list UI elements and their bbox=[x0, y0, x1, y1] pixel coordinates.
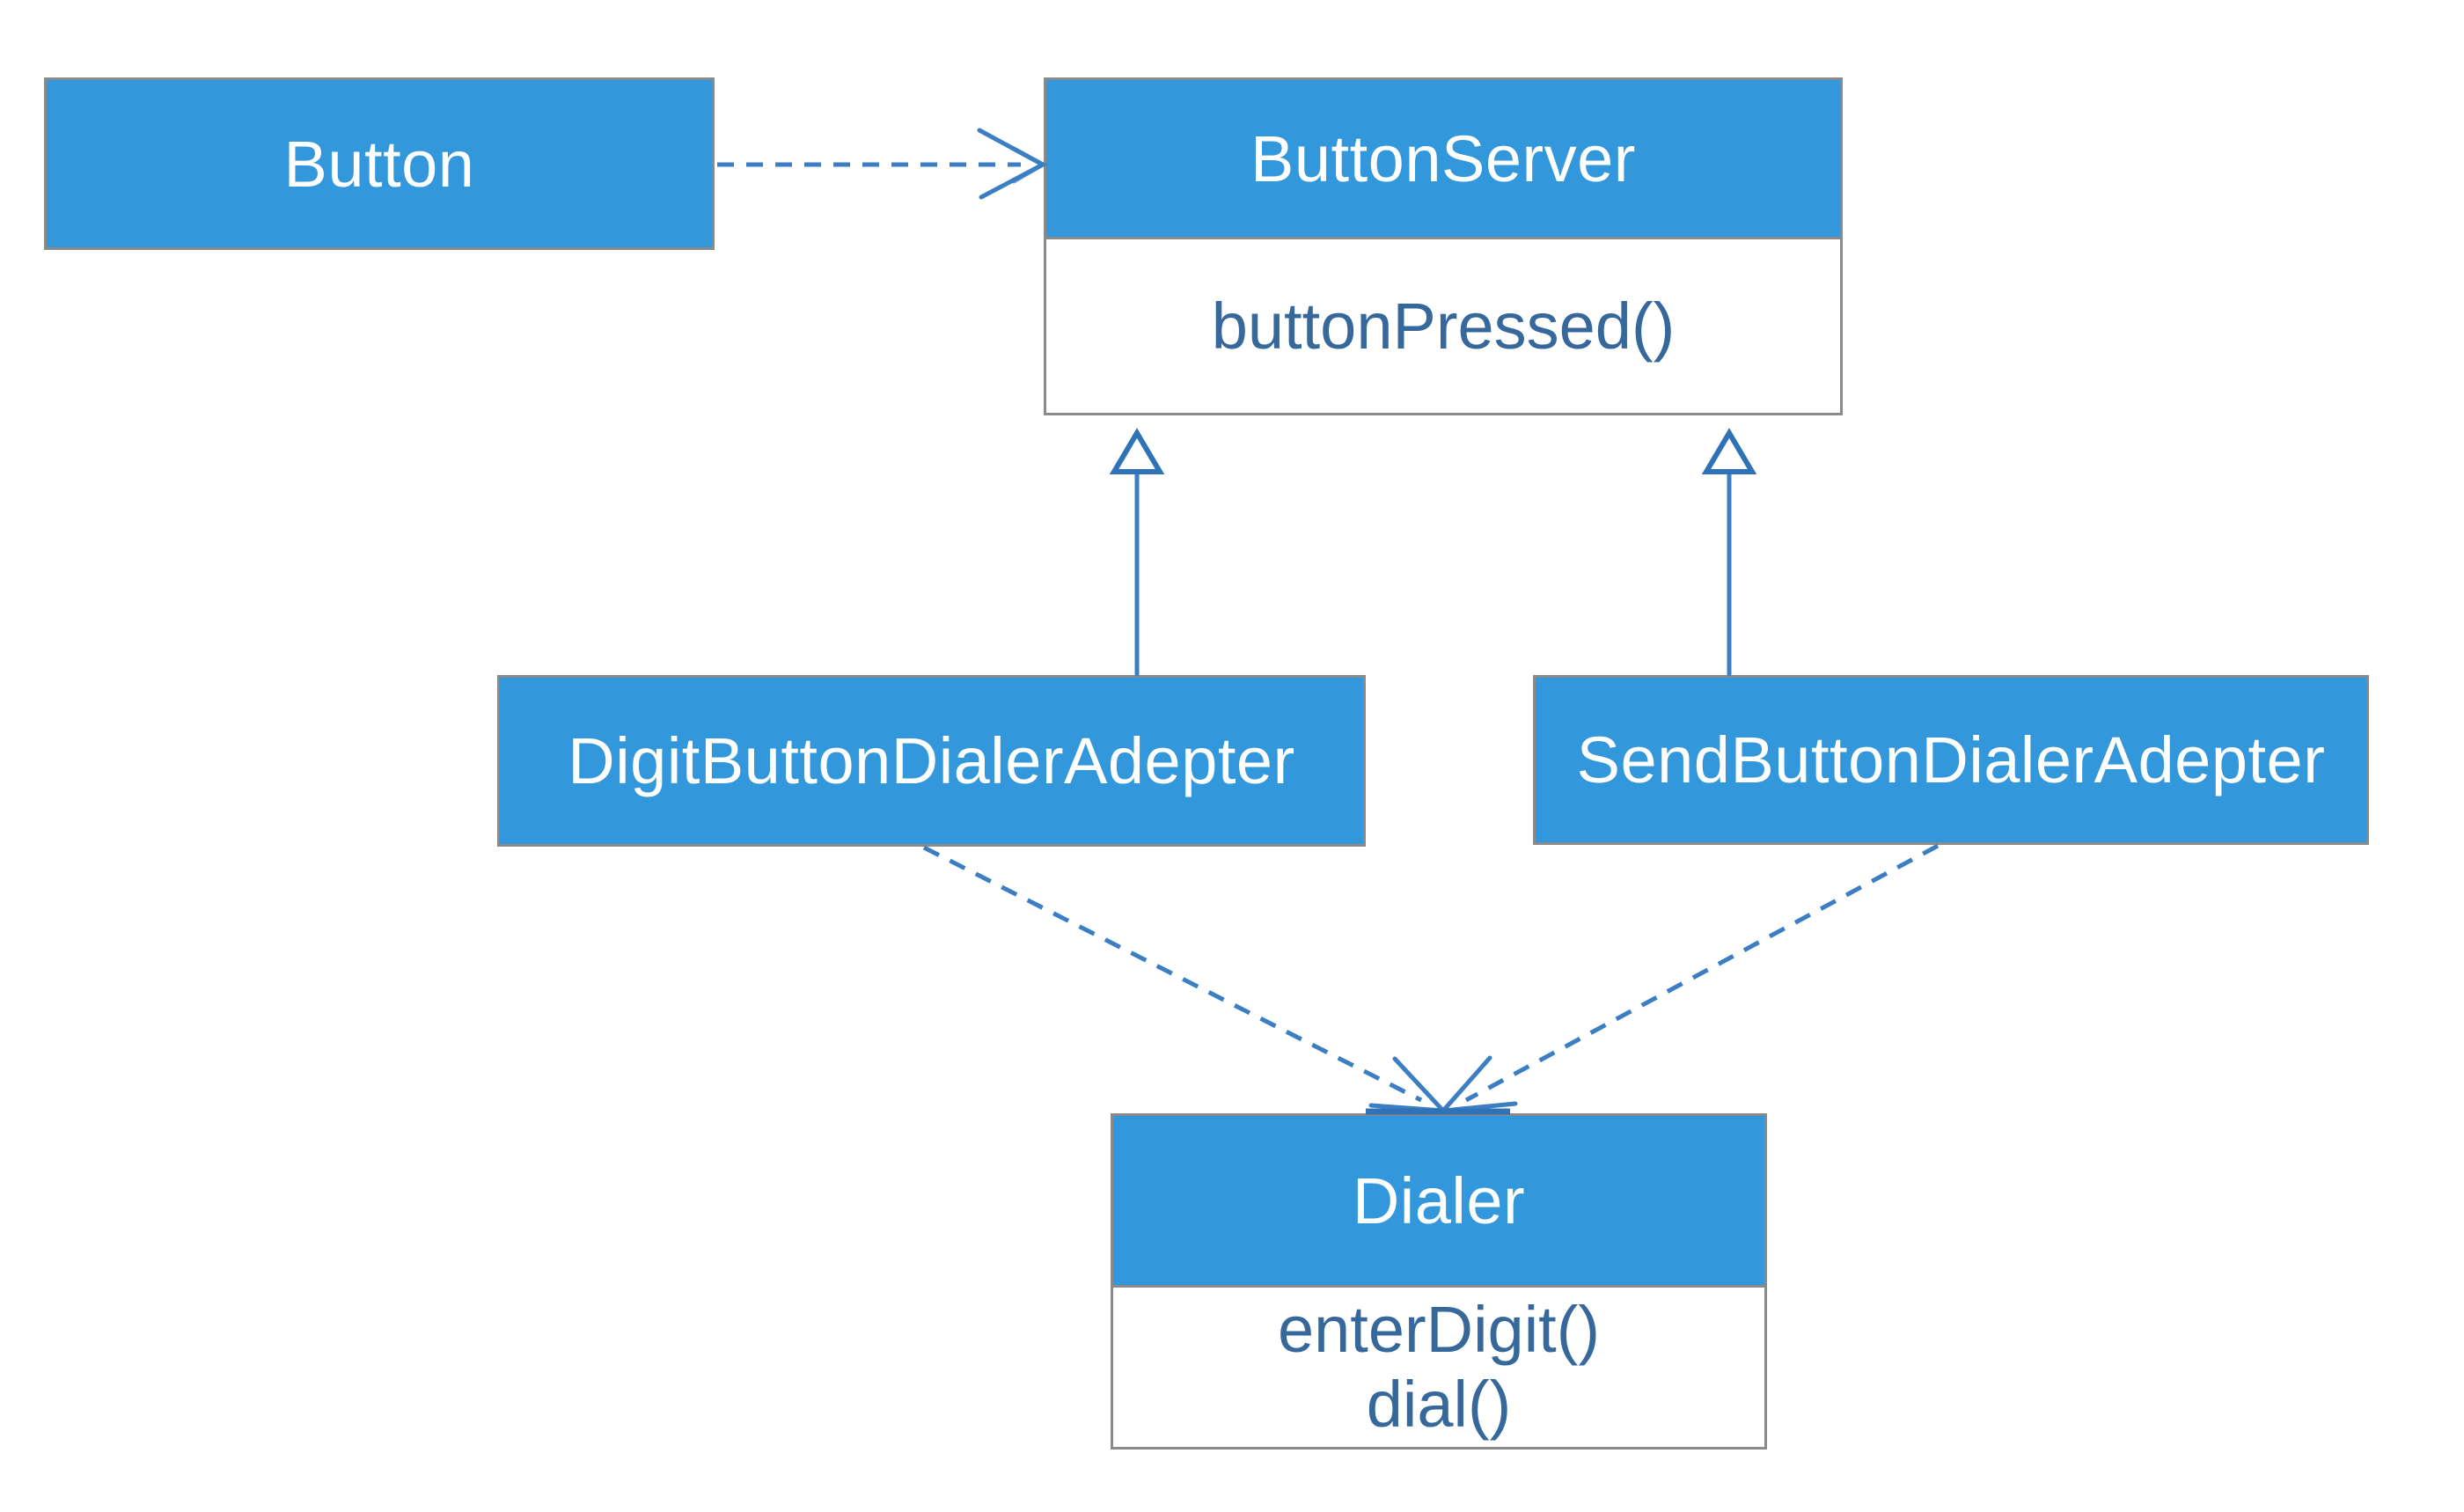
generalization-triangle-sendadapter bbox=[1701, 428, 1757, 474]
class-title-label: DigitButtonDialerAdepter bbox=[568, 724, 1295, 797]
class-box-sendbuttondialeradepter[interactable]: SendButtonDialerAdepter bbox=[1533, 675, 2369, 845]
class-title-dialer: Dialer bbox=[1113, 1116, 1764, 1285]
class-title-buttonserver: ButtonServer bbox=[1046, 80, 1840, 237]
dependency-arrowhead-inner-button-to-buttonserver bbox=[1009, 145, 1048, 184]
class-title-digitbuttondialeradepter: DigitButtonDialerAdepter bbox=[500, 678, 1363, 844]
method-label: enterDigit() bbox=[1278, 1293, 1600, 1366]
method-label: buttonPressed() bbox=[1211, 289, 1676, 363]
dependency-line-sendadapter-to-dialer bbox=[1464, 843, 1940, 1103]
generalization-triangle-digitadapter bbox=[1109, 428, 1165, 474]
class-title-label: Button bbox=[283, 127, 475, 201]
class-title-label: SendButtonDialerAdepter bbox=[1576, 723, 2326, 796]
class-title-label: ButtonServer bbox=[1250, 121, 1636, 195]
class-methods-dialer: enterDigit() dial() bbox=[1113, 1285, 1764, 1447]
dependency-arrowhead-sendadapter-to-dialer bbox=[1437, 1055, 1518, 1114]
class-box-button[interactable]: Button bbox=[44, 77, 715, 250]
dependency-arrowhead-button-to-buttonserver bbox=[977, 128, 1048, 200]
class-methods-buttonserver: buttonPressed() bbox=[1046, 237, 1840, 413]
method-label: dial() bbox=[1366, 1368, 1512, 1441]
dependency-line-digitadapter-to-dialer bbox=[922, 845, 1423, 1103]
class-title-label: Dialer bbox=[1352, 1163, 1526, 1237]
class-box-dialer[interactable]: Dialer enterDigit() dial() bbox=[1111, 1113, 1767, 1450]
class-title-sendbuttondialeradepter: SendButtonDialerAdepter bbox=[1536, 678, 2366, 842]
dependency-arrowhead-digitadapter-to-dialer bbox=[1368, 1056, 1449, 1113]
class-box-buttonserver[interactable]: ButtonServer buttonPressed() bbox=[1044, 77, 1843, 415]
class-box-digitbuttondialeradepter[interactable]: DigitButtonDialerAdepter bbox=[497, 675, 1366, 847]
class-title-button: Button bbox=[47, 80, 712, 247]
